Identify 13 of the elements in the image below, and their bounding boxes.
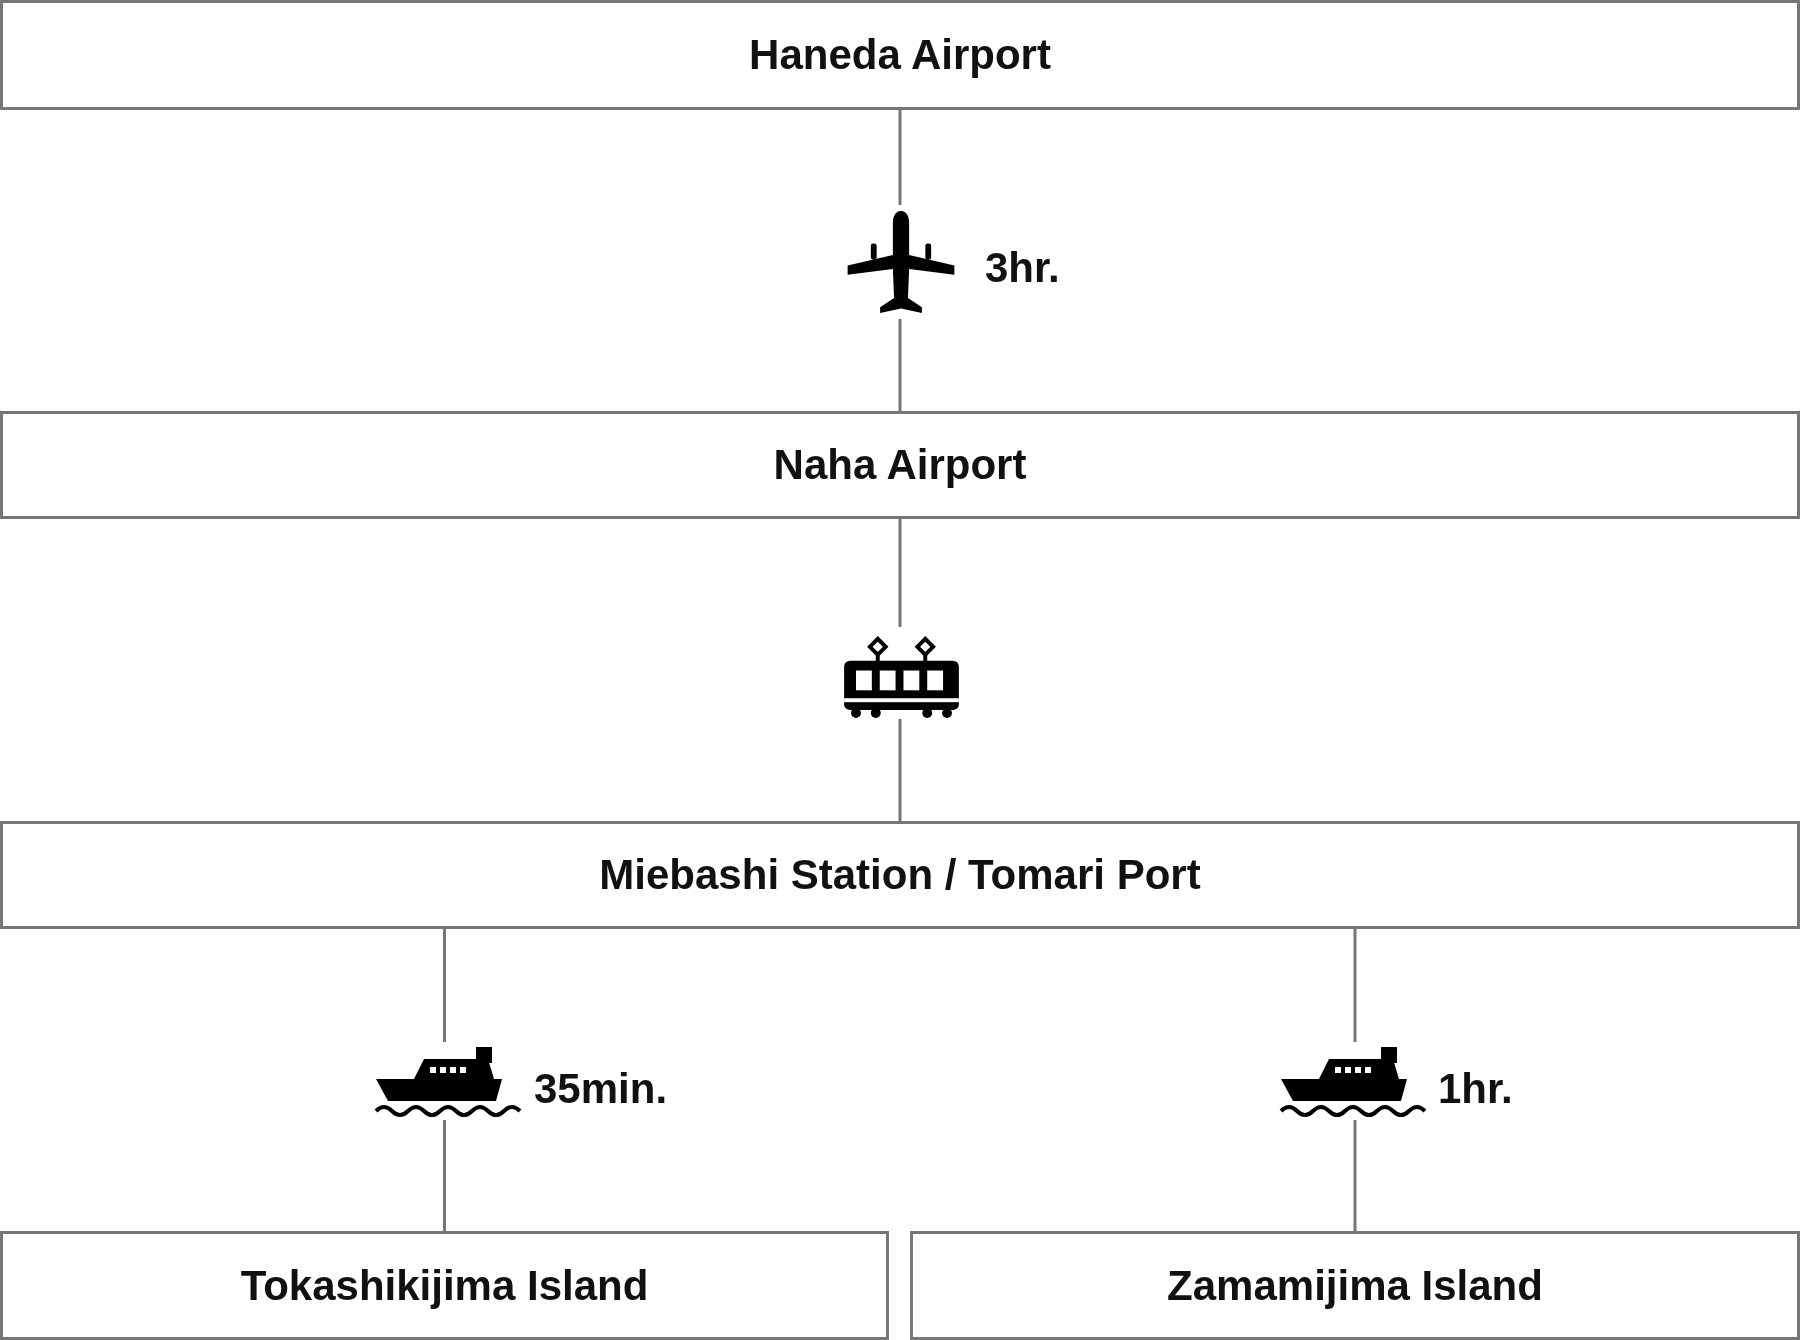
- duration-label: 35min.: [534, 1068, 668, 1110]
- place-box: [0, 0, 1800, 110]
- place-name: Miebashi Station / Tomari Port: [599, 851, 1201, 899]
- duration-label: 1hr.: [1438, 1068, 1513, 1110]
- place-box: [0, 821, 1800, 929]
- place-name: Zamamijima Island: [1167, 1261, 1543, 1310]
- place-name: Naha Airport: [773, 441, 1027, 489]
- place-name: Tokashikijima Island: [240, 1261, 649, 1310]
- place-box: [0, 411, 1800, 519]
- place-box: [0, 1231, 889, 1340]
- duration-label: 3hr.: [985, 247, 1060, 289]
- place-name: Haneda Airport: [749, 31, 1051, 79]
- place-box: [910, 1231, 1800, 1340]
